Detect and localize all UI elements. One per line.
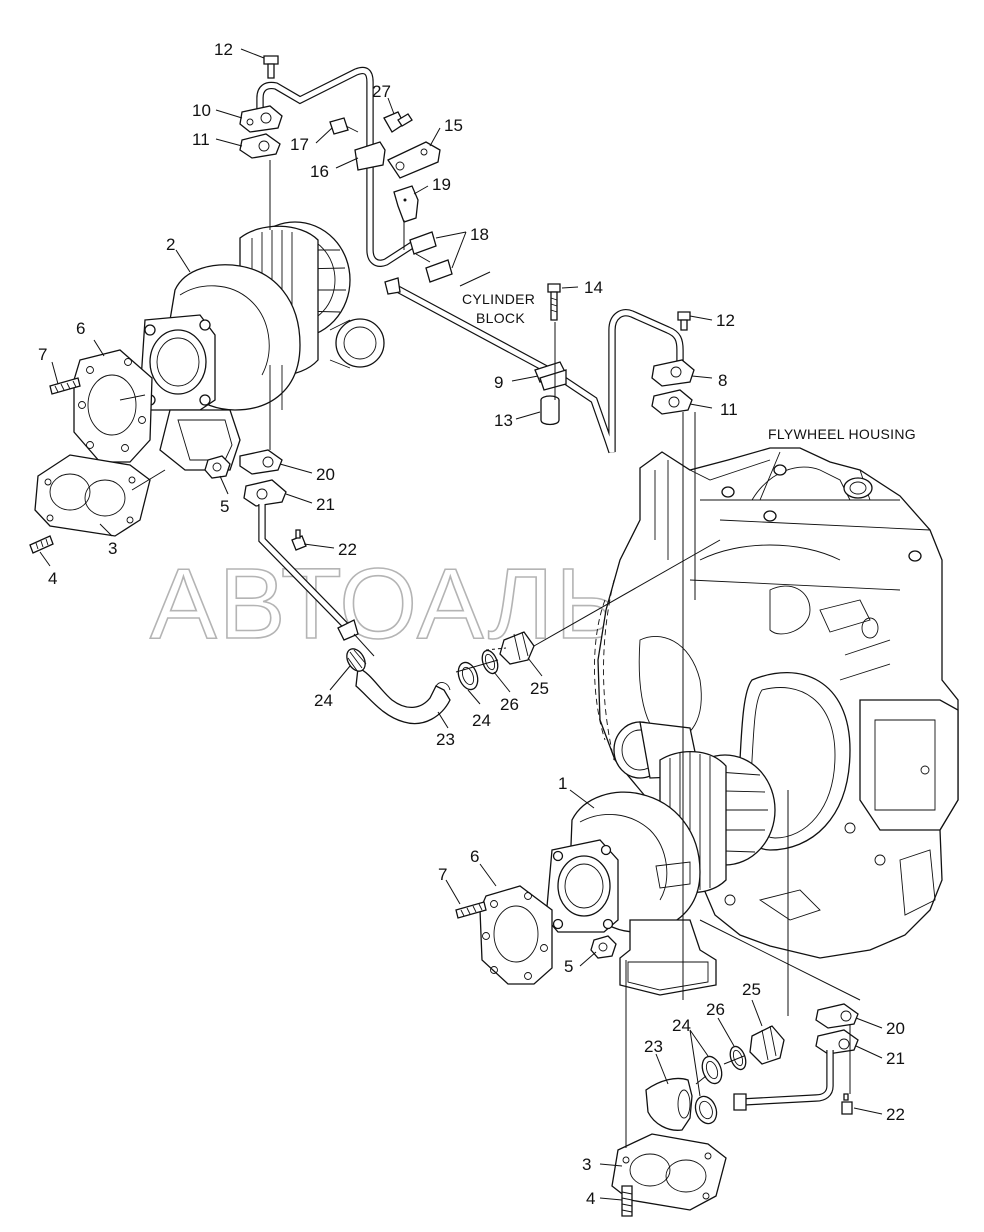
callout-6-upper: 6 bbox=[76, 319, 85, 338]
callout-20-lower: 20 bbox=[886, 1019, 905, 1038]
callout-26-lower: 26 bbox=[706, 1000, 725, 1019]
callout-7-upper: 7 bbox=[38, 345, 47, 364]
flange-8-drawing bbox=[651, 359, 695, 387]
upper-gasket-6-drawing bbox=[73, 349, 153, 463]
callout-21-lower: 21 bbox=[886, 1049, 905, 1068]
callout-12-right-bolt: 12 bbox=[716, 311, 735, 330]
cylinder-block-label-line1: CYLINDER bbox=[462, 291, 535, 307]
upper-flange-10-drawing bbox=[239, 105, 283, 133]
callout-23-upper: 23 bbox=[436, 730, 455, 749]
callout-3-lower: 3 bbox=[582, 1155, 591, 1174]
callout-24-upper-left: 24 bbox=[314, 691, 333, 710]
right-gasket-11-drawing bbox=[651, 389, 693, 415]
lower-clamp-24-a-drawing bbox=[701, 1055, 723, 1085]
bracket-15-drawing bbox=[387, 141, 441, 179]
fitting-19-drawing bbox=[393, 185, 419, 223]
lower-flange-21-drawing bbox=[815, 1029, 859, 1055]
lower-nut-5-drawing bbox=[590, 935, 617, 959]
upper-nut-5-drawing bbox=[204, 455, 231, 479]
callout-8: 8 bbox=[718, 371, 727, 390]
callout-18: 18 bbox=[470, 225, 489, 244]
lower-drain-tube-drawing bbox=[733, 1050, 834, 1111]
callout-5-lower: 5 bbox=[564, 957, 573, 976]
lower-clamp-24-b-drawing bbox=[694, 1095, 718, 1125]
callout-25-lower: 25 bbox=[742, 980, 761, 999]
upper-clamp-24-b-drawing bbox=[457, 661, 479, 691]
upper-adapter-25-drawing bbox=[499, 631, 535, 665]
upper-stud-7-drawing bbox=[49, 377, 81, 395]
callout-22-lower: 22 bbox=[886, 1105, 905, 1124]
callout-13: 13 bbox=[494, 411, 513, 430]
callout-2: 2 bbox=[166, 235, 175, 254]
alignment-lines bbox=[119, 160, 861, 1148]
bolt-17-drawing bbox=[329, 117, 359, 135]
callout-24-lower: 24 bbox=[672, 1016, 691, 1035]
callout-15: 15 bbox=[444, 116, 463, 135]
upper-oil-feed-pipe-drawing bbox=[256, 66, 684, 454]
callout-11-upper: 11 bbox=[192, 130, 210, 149]
callout-7-lower: 7 bbox=[438, 865, 447, 884]
lower-stud-7-drawing bbox=[455, 901, 487, 919]
callout-10: 10 bbox=[192, 101, 211, 120]
upper-turbocharger-drawing bbox=[139, 221, 385, 471]
callout-4-lower: 4 bbox=[586, 1189, 595, 1208]
callout-5-upper: 5 bbox=[220, 497, 229, 516]
callout-25-upper: 25 bbox=[530, 679, 549, 698]
callout-22-upper: 22 bbox=[338, 540, 357, 559]
upper-gasket-11-drawing bbox=[239, 133, 281, 159]
cylinder-block-label-line2: BLOCK bbox=[476, 310, 525, 326]
callout-12-upper-bolt: 12 bbox=[214, 40, 233, 59]
leader-lines bbox=[39, 48, 883, 1201]
lower-gasket-6-drawing bbox=[479, 885, 553, 985]
callout-17: 17 bbox=[290, 135, 309, 154]
lower-turbocharger-drawing bbox=[545, 721, 776, 996]
upper-hose-23-drawing bbox=[355, 667, 451, 725]
flywheel-housing-label: FLYWHEEL HOUSING bbox=[768, 426, 916, 442]
right-bolt-12-drawing bbox=[677, 311, 691, 331]
bolt-27-drawing bbox=[383, 111, 413, 133]
callout-20-upper: 20 bbox=[316, 465, 335, 484]
callout-26-upper: 26 bbox=[500, 695, 519, 714]
lower-hose-23-drawing bbox=[645, 1077, 693, 1131]
callout-6-lower: 6 bbox=[470, 847, 479, 866]
bolt-14-drawing bbox=[547, 283, 561, 321]
lower-bolt-22-drawing bbox=[841, 1093, 853, 1115]
callout-16: 16 bbox=[310, 162, 329, 181]
upper-clamp-24-a-drawing bbox=[346, 648, 367, 673]
callout-11-right: 11 bbox=[720, 400, 738, 419]
callout-1: 1 bbox=[558, 774, 567, 793]
callout-14: 14 bbox=[584, 278, 603, 297]
upper-flange-21-drawing bbox=[243, 479, 287, 507]
upper-gasket-20-drawing bbox=[239, 449, 283, 475]
callout-27: 27 bbox=[372, 82, 391, 101]
callout-24-upper-right: 24 bbox=[472, 711, 491, 730]
spacer-13-drawing bbox=[540, 395, 560, 426]
upper-bolt-12-drawing bbox=[263, 55, 279, 79]
lower-gasket-20-drawing bbox=[815, 1003, 859, 1029]
callout-4-upper: 4 bbox=[48, 569, 57, 588]
upper-bolt-22-drawing bbox=[291, 529, 307, 551]
lower-stud-4-drawing bbox=[621, 1185, 633, 1217]
upper-gasket-3-drawing bbox=[34, 454, 151, 537]
callout-3-upper: 3 bbox=[108, 539, 117, 558]
upper-drain-tube-drawing bbox=[258, 504, 359, 641]
callout-23-lower: 23 bbox=[644, 1037, 663, 1056]
upper-stud-4-drawing bbox=[29, 535, 54, 554]
lower-adapter-25-drawing bbox=[749, 1025, 785, 1065]
callout-9: 9 bbox=[494, 373, 503, 392]
lower-gasket-3-drawing bbox=[611, 1133, 727, 1211]
callout-21-upper: 21 bbox=[316, 495, 335, 514]
callout-19: 19 bbox=[432, 175, 451, 194]
